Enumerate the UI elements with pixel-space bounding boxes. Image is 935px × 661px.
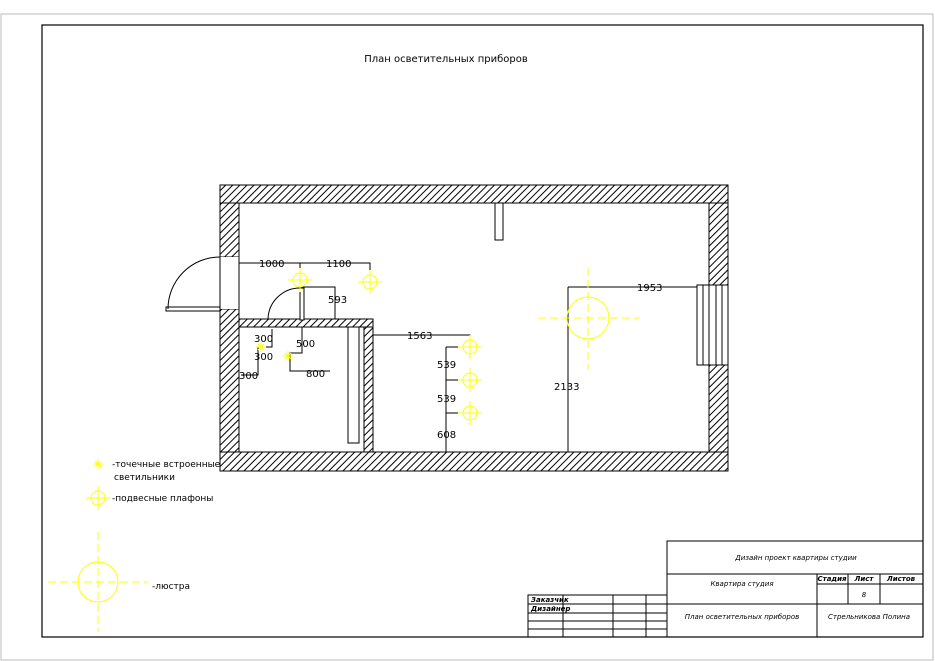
wall-right-upper [708, 202, 729, 286]
inner-frame [41, 24, 924, 638]
dim-300-c: 300 [239, 371, 258, 382]
dim-539-b: 539 [437, 394, 456, 405]
partition-horizontal [238, 318, 374, 328]
object-name: Квартира студия [710, 580, 773, 588]
sheet-number: 8 [862, 591, 867, 599]
dimension-labels: 1000 1100 593 1953 1563 300 300 300 500 … [239, 259, 662, 441]
designer-label: Дизайнер [530, 605, 570, 613]
window [696, 284, 729, 366]
spot-fixture-icon [92, 458, 104, 470]
legend: -точечные встроенные светильники -подвес… [48, 458, 221, 632]
fixtures [255, 267, 640, 426]
dim-300-b: 300 [254, 352, 273, 363]
title-block-text: Дизайн проект квартиры студии Квартира с… [530, 554, 916, 621]
project-name: Дизайн проект квартиры студии [734, 554, 857, 562]
legend-spot-line1: -точечные встроенные [112, 460, 221, 470]
pendant-fixture-icon [287, 267, 313, 293]
dim-800: 800 [306, 369, 325, 380]
bathroom-door [267, 287, 305, 321]
drawing-name: План осветительных приборов [685, 613, 800, 621]
title-block [527, 540, 924, 638]
pendant-fixture-icon [457, 400, 483, 426]
dim-608: 608 [437, 430, 456, 441]
wall-top [219, 184, 729, 204]
plan-title: План осветительных приборов [364, 54, 528, 65]
dim-1000: 1000 [259, 259, 284, 270]
wall-left-lower [219, 308, 240, 453]
stage-header: Стадия [818, 575, 847, 583]
dim-1100: 1100 [326, 259, 351, 270]
dim-1563: 1563 [407, 331, 432, 342]
wall-left-upper [219, 202, 240, 258]
dim-300-a: 300 [254, 334, 273, 345]
legend-chandelier: -люстра [152, 582, 190, 592]
legend-spot-line2: светильники [114, 473, 175, 483]
pendant-fixture-icon [85, 485, 111, 511]
chandelier-icon [538, 268, 640, 370]
dim-500: 500 [296, 339, 315, 350]
author-name: Стрельникова Полина [828, 613, 910, 621]
walls [219, 184, 729, 472]
pendant-fixture-icon [457, 334, 483, 360]
wall-niche [494, 202, 504, 241]
wall-bottom [219, 451, 729, 472]
dim-593: 593 [328, 295, 347, 306]
pendant-fixture-icon [357, 269, 383, 295]
dimension-lines [239, 262, 697, 452]
pendant-fixture-icon [457, 367, 483, 393]
entrance-door [165, 256, 240, 312]
wall-right-lower [708, 364, 729, 453]
legend-pendant: -подвесные плафоны [112, 494, 213, 504]
dim-2133: 2133 [554, 382, 579, 393]
outer-frame [0, 13, 934, 661]
cabinet [347, 326, 360, 444]
customer-label: Заказчик [531, 596, 569, 604]
dim-539-a: 539 [437, 360, 456, 371]
chandelier-icon [48, 532, 148, 632]
sheets-header: Листов [886, 575, 916, 583]
dim-1953: 1953 [637, 283, 662, 294]
partition-vertical [363, 326, 374, 453]
sheet-header: Лист [854, 575, 875, 583]
